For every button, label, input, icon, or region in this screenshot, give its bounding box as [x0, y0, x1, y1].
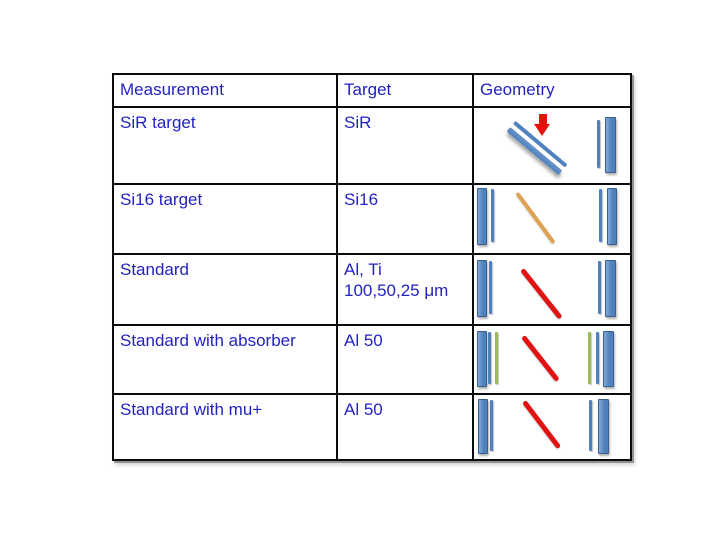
detector-bar-thick [477, 331, 487, 387]
absorber-bar [588, 332, 591, 384]
detector-bar-thick [478, 399, 488, 454]
measurement-cell: Standard with mu+ [112, 393, 338, 461]
target-cell: Si16 [336, 183, 474, 255]
geometry-graphic [472, 183, 632, 255]
detector-bar-thin [488, 332, 491, 384]
detector-bar-thick [477, 188, 487, 245]
detector-bar-thick [477, 260, 487, 317]
measurements-table: Measurement Target Geometry SiR target S… [112, 73, 632, 461]
header-target: Target [336, 73, 474, 108]
detector-bar-thin [597, 120, 600, 168]
beam-arrow-icon [534, 114, 551, 136]
measurement-cell: Standard [112, 253, 338, 326]
arrow-head [534, 124, 550, 136]
table-row: SiR target SiR [112, 106, 632, 185]
beam-path-line [515, 191, 556, 245]
detector-bar-thick [603, 331, 614, 387]
table-row: Si16 target Si16 [112, 183, 632, 255]
detector-bar-thick [605, 260, 616, 317]
absorber-bar [495, 332, 498, 384]
target-cell: Al, Ti 100,50,25 μm [336, 253, 474, 326]
detector-bar-thin [598, 261, 601, 314]
detector-bar-thick [607, 188, 617, 245]
header-geometry: Geometry [472, 73, 632, 108]
geometry-graphic [472, 253, 632, 326]
detector-bar-thin [489, 261, 492, 314]
geometry-graphic [472, 324, 632, 395]
detector-bar-thick [605, 117, 616, 173]
beam-path-line [522, 399, 562, 450]
detector-bar-thin [589, 400, 592, 451]
table-header-row: Measurement Target Geometry [112, 73, 632, 108]
detector-bar-thin [596, 332, 599, 384]
table-row: Standard with mu+ Al 50 [112, 393, 632, 461]
target-cell: Al 50 [336, 393, 474, 461]
target-cell: Al 50 [336, 324, 474, 395]
table-row: Standard with absorber Al 50 [112, 324, 632, 395]
arrow-shaft [538, 114, 547, 124]
geometry-graphic [472, 393, 632, 461]
table-row: Standard Al, Ti 100,50,25 μm [112, 253, 632, 326]
detector-bar-thin [599, 189, 602, 242]
measurement-cell: Si16 target [112, 183, 338, 255]
detector-bar-thin [490, 400, 493, 451]
target-cell: SiR [336, 106, 474, 185]
measurement-cell: Standard with absorber [112, 324, 338, 395]
header-measurement: Measurement [112, 73, 338, 108]
beam-path-line [521, 334, 560, 382]
measurement-cell: SiR target [112, 106, 338, 185]
detector-bar-thin [491, 189, 494, 242]
geometry-graphic [472, 106, 632, 185]
beam-path-line [520, 267, 563, 320]
detector-bar-thick [598, 399, 609, 454]
